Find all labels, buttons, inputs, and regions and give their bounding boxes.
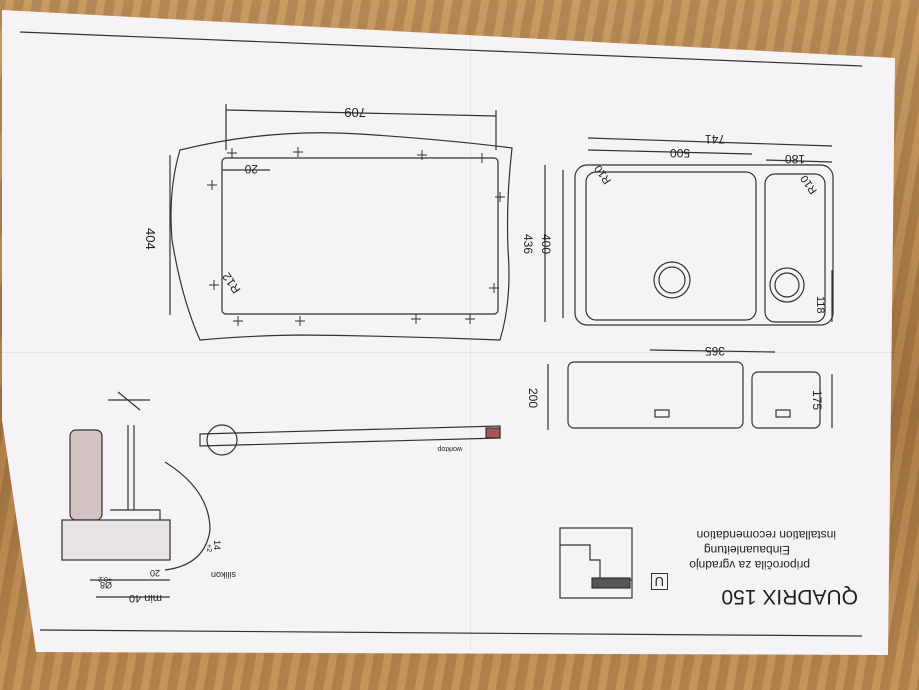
sink-bowl-small xyxy=(764,173,826,323)
dim-175: 175 xyxy=(810,390,824,411)
sheet-border-top xyxy=(19,31,863,67)
worktop-section xyxy=(61,519,171,561)
dim-200: 200 xyxy=(526,388,540,409)
product-title: QUADRIX 150 xyxy=(721,585,858,608)
mounting-marks xyxy=(207,147,505,326)
worktop-strip xyxy=(199,425,501,447)
dim-gap-14: 14 xyxy=(212,540,222,551)
subtitle-english: installation recomendation xyxy=(696,528,836,542)
dim-118: 118 xyxy=(814,296,826,314)
dim-20: 20 xyxy=(244,162,258,176)
worktop-outline xyxy=(170,132,513,341)
dim-365: 365 xyxy=(704,344,725,358)
dim-404: 404 xyxy=(143,228,158,250)
dim-edge-20: 20 xyxy=(149,568,160,578)
dim-436: 436 xyxy=(521,234,535,255)
product-pictogram xyxy=(559,527,633,599)
sink-side-large xyxy=(567,361,744,429)
dim-709: 709 xyxy=(344,105,366,120)
dim-gap-tolerance: +2 xyxy=(205,544,212,552)
variant-badge: U xyxy=(650,573,668,590)
sink-bowl-large xyxy=(585,171,757,321)
paper-fold-horizontal xyxy=(0,352,900,353)
dim-500: 500 xyxy=(669,146,690,160)
sheet-border-bottom xyxy=(39,629,863,637)
sink-outer xyxy=(574,164,834,326)
subtitle-slovenian: priporočila za vgradnjo xyxy=(689,558,810,572)
sink-side-small xyxy=(751,371,821,429)
dim-hole-tolerance: +0.2 xyxy=(98,575,112,582)
worktop-label: worktop xyxy=(437,445,462,452)
dim-741: 741 xyxy=(704,132,725,146)
cutout-rectangle xyxy=(221,157,499,315)
drain-small xyxy=(769,267,805,303)
dim-400: 400 xyxy=(539,234,553,255)
clamp-block xyxy=(69,429,103,521)
silicone-label: silikon xyxy=(210,570,236,580)
drain-large xyxy=(653,261,691,299)
dim-min-40: min 40 xyxy=(128,592,162,604)
subtitle-german: Einbauanleitung xyxy=(703,543,790,557)
paper-fold-vertical xyxy=(470,30,471,650)
dim-180: 180 xyxy=(784,152,805,166)
